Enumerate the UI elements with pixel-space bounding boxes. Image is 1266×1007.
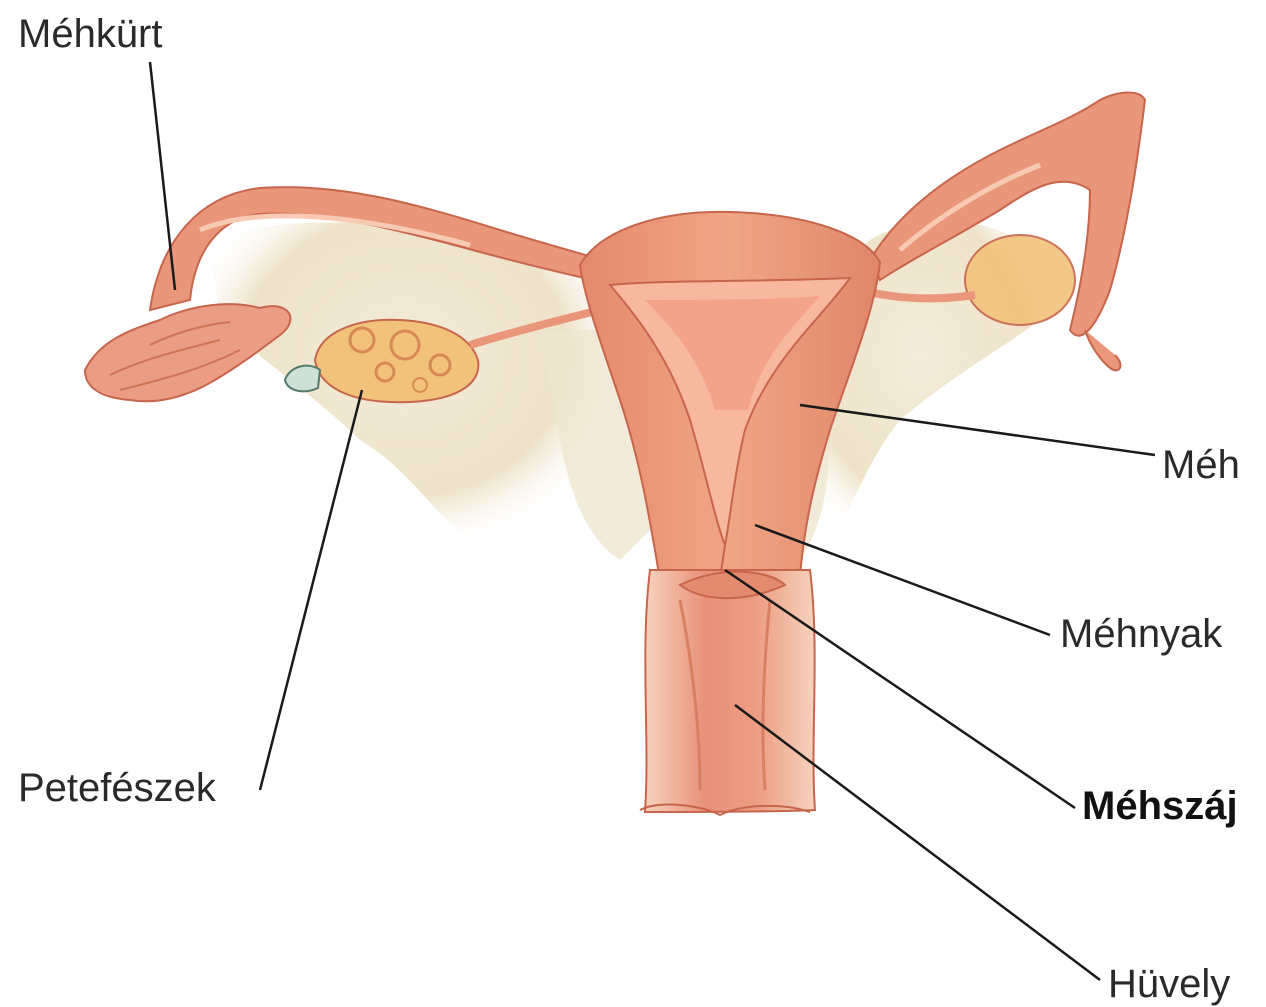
label-cervix: Méhnyak: [1060, 614, 1222, 654]
leader-line-fallopian-tube: [150, 62, 175, 290]
label-vagina: Hüvely: [1108, 964, 1230, 1004]
vagina: [640, 570, 815, 815]
label-ovary: Petefészek: [18, 768, 216, 808]
label-uterus: Méh: [1162, 445, 1240, 485]
label-cervical-os: Méhszáj: [1082, 786, 1238, 826]
label-fallopian-tube: Méhkürt: [18, 14, 163, 54]
leader-line-vagina: [735, 705, 1100, 980]
leader-line-ovary: [260, 390, 362, 790]
